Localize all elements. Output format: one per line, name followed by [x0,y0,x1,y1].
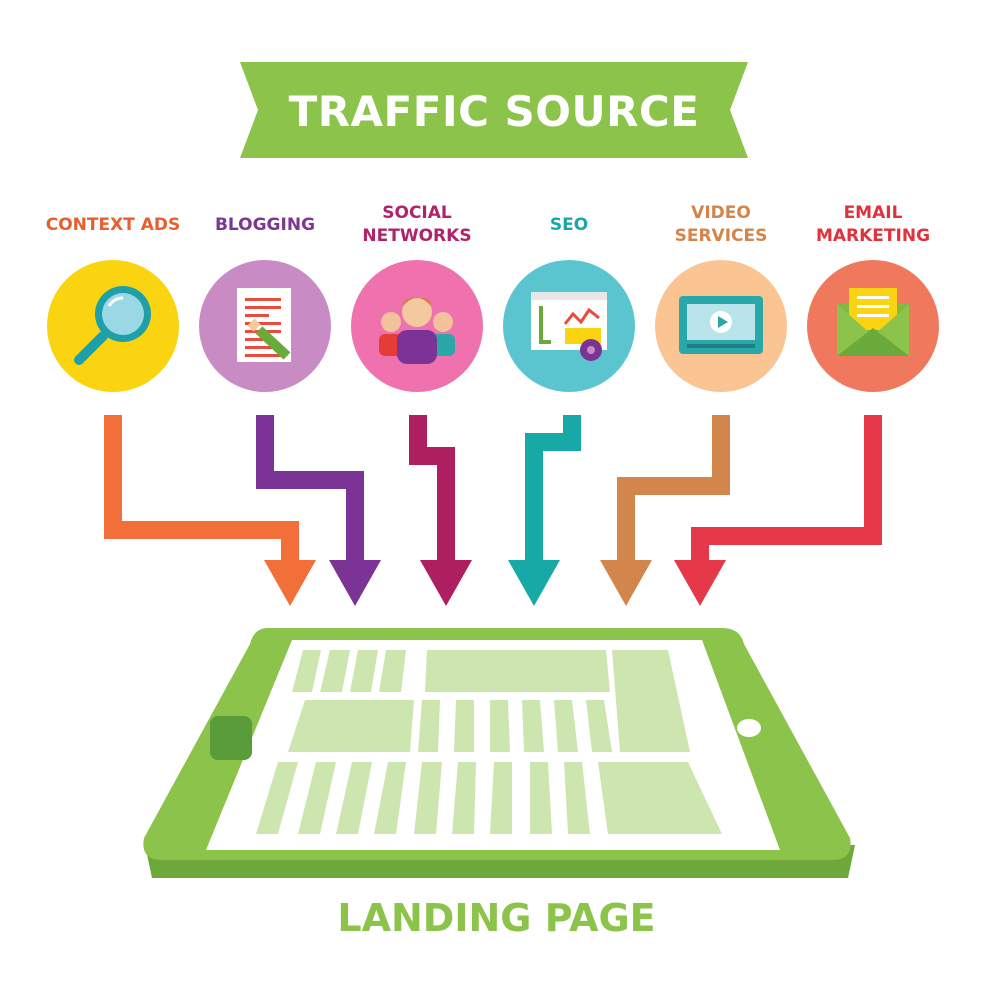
arrow-shaft [691,415,882,560]
source-label-video-services: VIDEO SERVICES [674,203,768,246]
wireframe-block [379,650,406,692]
wireframe-block [288,700,414,752]
tablet-camera [737,719,761,737]
wireframe-block [586,700,612,752]
arrow-head [420,560,472,606]
arrow-shaft [104,415,299,560]
wireframe-block [530,762,552,834]
arrow-shaft [409,415,455,560]
people-group-icon [379,297,455,364]
source-circles [47,260,939,392]
wireframe-block [298,762,336,834]
source-circle-5 [807,260,939,392]
wireframe-block [454,700,474,752]
arrow-group [104,415,882,606]
arrow-shaft [256,415,364,560]
wireframe-block [414,762,442,834]
arrow-head [600,560,652,606]
source-circle-3 [503,260,635,392]
tablet-home-button [210,716,252,760]
wireframe-block [490,700,510,752]
page-title: TRAFFIC SOURCE [288,86,700,136]
magnifier-icon [74,286,151,365]
source-circle-4 [655,260,787,392]
source-label-seo: SEO [549,214,589,235]
envelope-icon [837,288,909,356]
arrow-shaft [525,415,581,560]
tablet-device [143,628,855,878]
source-label-email-marketing: EMAIL MARKETING [815,203,931,246]
title-ribbon [240,62,748,158]
source-circle-1 [199,260,331,392]
arrow-head [674,560,726,606]
analytics-window-icon [531,292,607,361]
source-label-social-networks: SOCIAL NETWORKS [362,203,472,246]
wireframe-block [374,762,406,834]
wireframe-block [320,650,350,692]
arrow-head [264,560,316,606]
wireframe-block [292,650,321,692]
arrow-shaft [617,415,730,560]
video-player-icon [679,296,763,354]
source-circle-0 [47,260,179,392]
landing-page-label: LANDING PAGE [337,896,656,940]
wireframe-block [598,762,722,834]
wireframe-block [336,762,372,834]
wireframe-block [612,650,690,752]
arrow-head [508,560,560,606]
wireframe-block [522,700,544,752]
source-label-blogging: BLOGGING [214,214,316,235]
wireframe-block [418,700,440,752]
document-pencil-icon [237,288,291,362]
wireframe-block [425,650,610,692]
wireframe-block [554,700,578,752]
source-label-context-ads: CONTEXT ADS [45,214,181,235]
wireframe-block [350,650,378,692]
wireframe-block [256,762,298,834]
wireframe-block [490,762,512,834]
landing-page-wireframe [256,650,722,834]
wireframe-block [564,762,590,834]
arrow-head [329,560,381,606]
wireframe-block [452,762,476,834]
source-circle-2 [351,260,483,392]
